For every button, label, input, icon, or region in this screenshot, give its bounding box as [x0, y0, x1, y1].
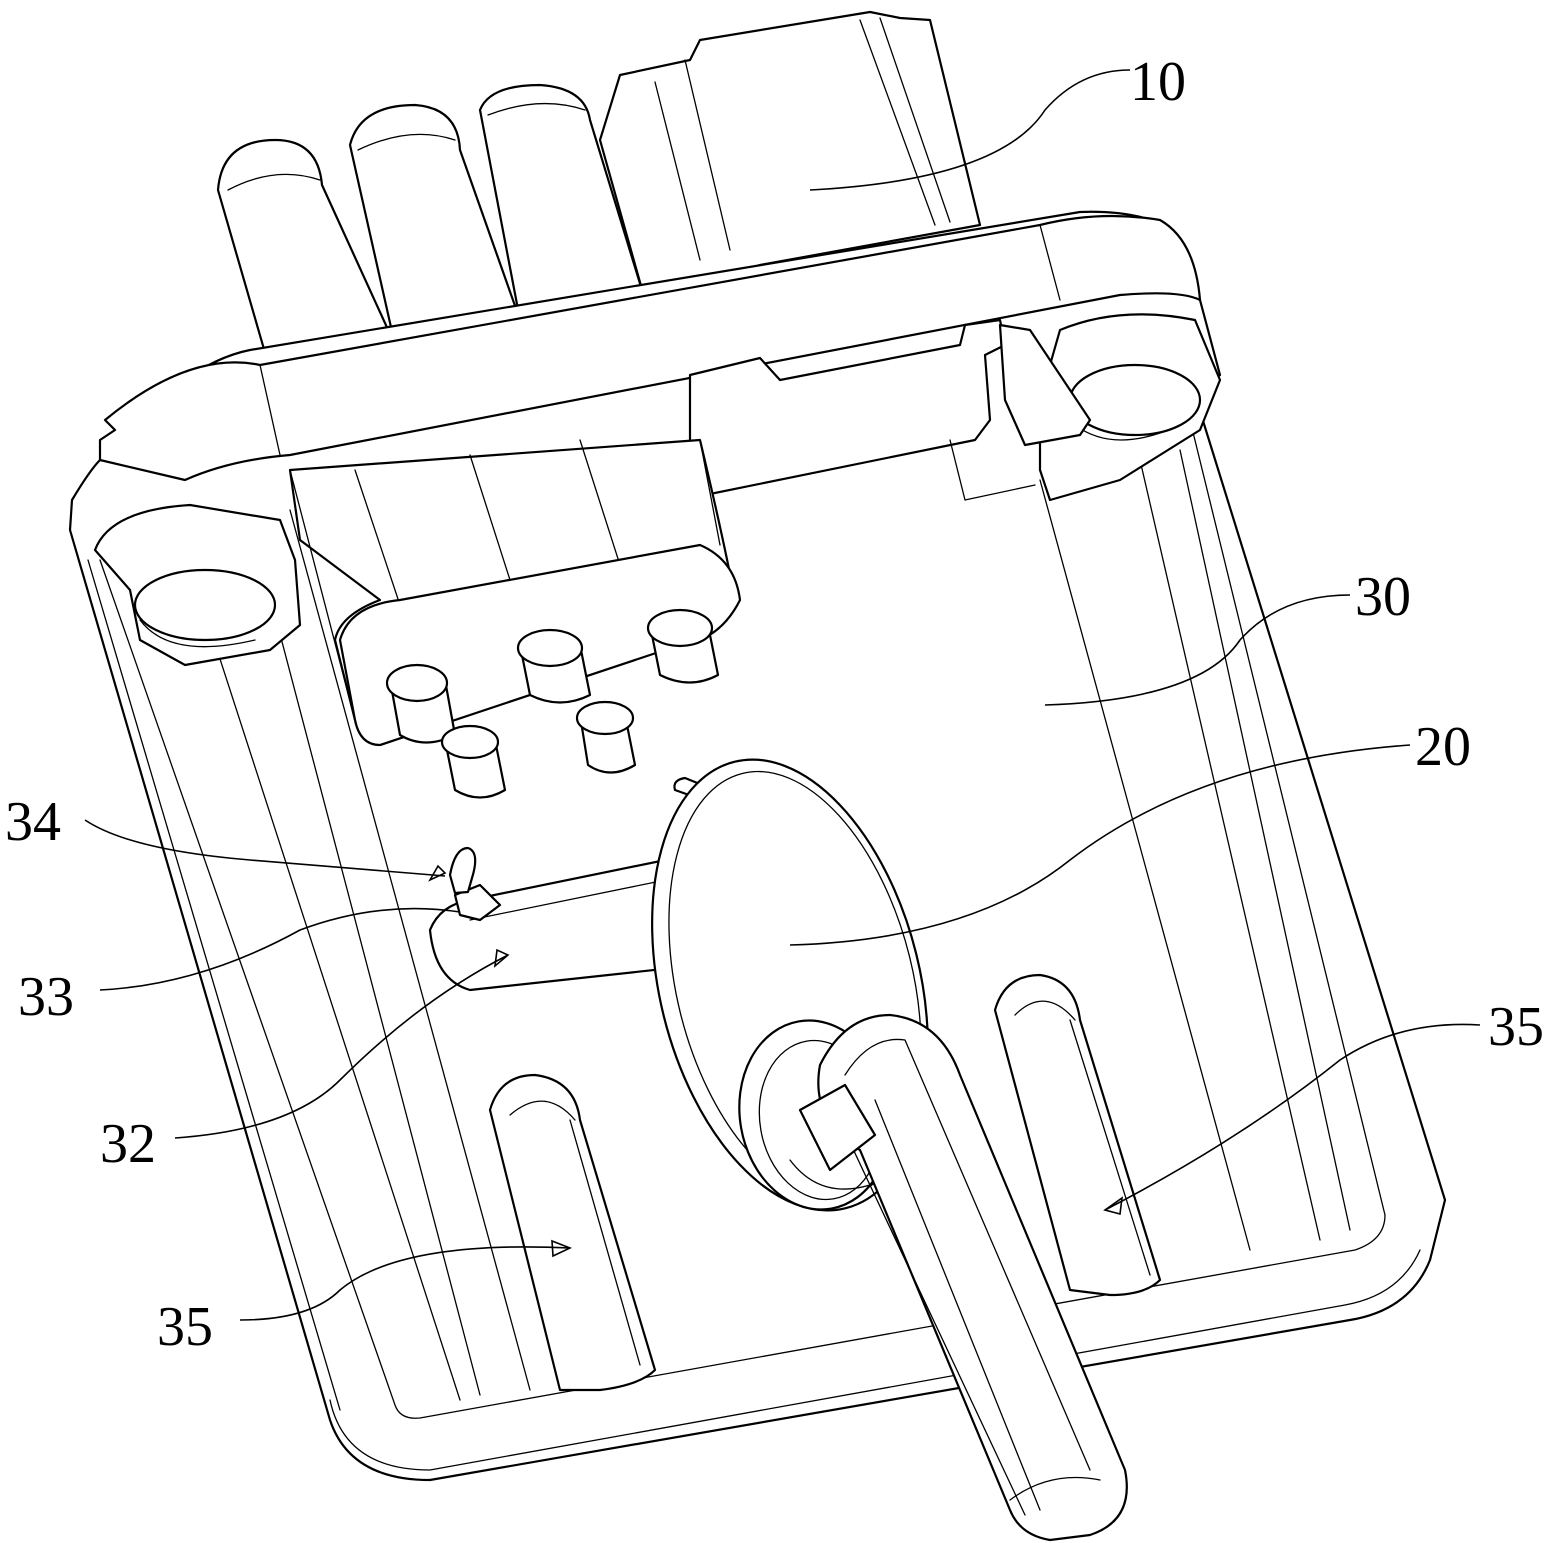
label-20: 20	[1415, 716, 1471, 778]
reference-labels: 10 30 20 34 33 32 35 35	[5, 51, 1544, 1358]
label-30: 30	[1355, 566, 1411, 628]
label-35-left: 35	[157, 1296, 213, 1358]
leader-lines	[84, 69, 1481, 1321]
label-10: 10	[1130, 51, 1186, 113]
handle-lever	[789, 1013, 1128, 1542]
pin-block	[288, 438, 742, 799]
label-32: 32	[100, 1113, 156, 1175]
label-33: 33	[18, 966, 74, 1028]
top-flange	[98, 214, 1202, 497]
mounting-bosses	[93, 313, 1222, 667]
slots-35	[488, 973, 1162, 1392]
label-34: 34	[5, 791, 61, 853]
slot-32	[428, 846, 702, 992]
pin-set	[385, 608, 720, 799]
label-35-right: 35	[1488, 996, 1544, 1058]
